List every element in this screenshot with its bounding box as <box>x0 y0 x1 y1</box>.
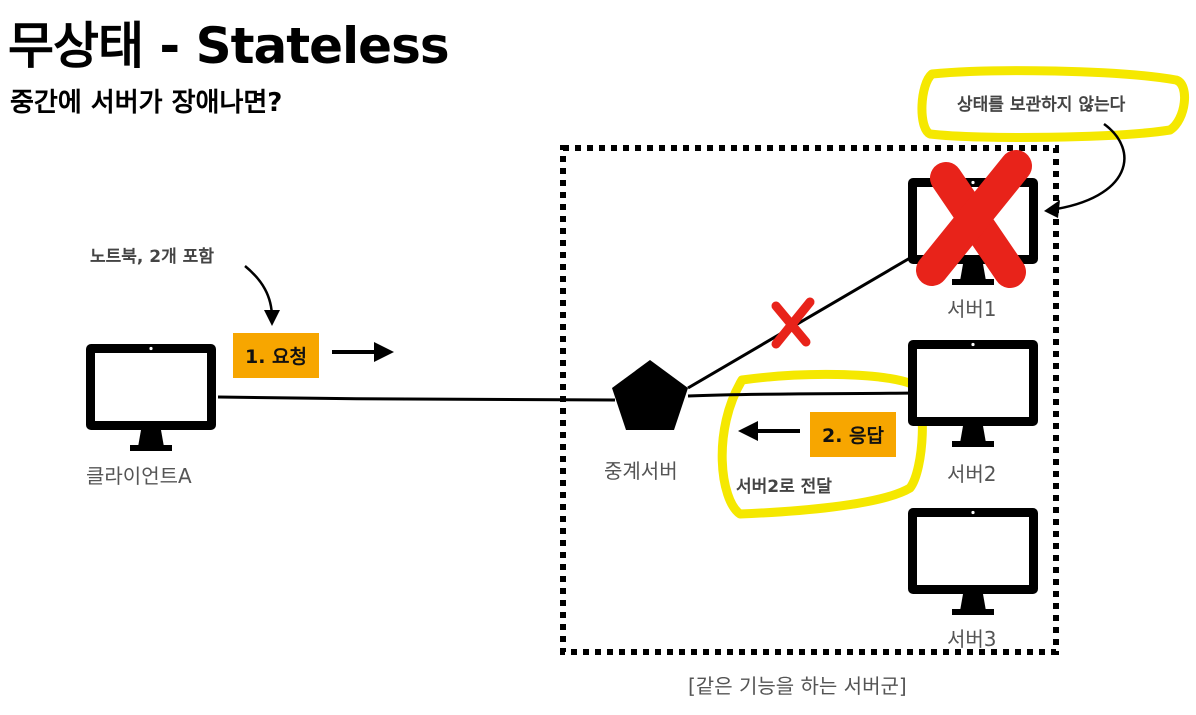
client-monitor-icon <box>86 344 216 451</box>
server1-failed-icon <box>916 150 1032 288</box>
client-label: 클라이언트A <box>86 464 192 488</box>
relay-server-icon <box>612 360 688 430</box>
stateless-note: 상태를 보관하지 않는다 <box>957 95 1126 115</box>
server3-label: 서버3 <box>947 627 997 651</box>
page-title: 무상태 - Stateless <box>8 17 450 75</box>
server2-label: 서버2 <box>947 462 997 486</box>
request-arrowhead <box>374 342 394 362</box>
relay-server1-line <box>687 256 911 390</box>
note-arrowhead <box>1044 200 1060 218</box>
client-relay-line <box>217 395 616 402</box>
response-arrowhead <box>738 421 758 441</box>
relay-server2-line <box>687 391 913 398</box>
note-arrow <box>1049 122 1126 212</box>
relay-label: 중계서버 <box>604 459 678 483</box>
server1-label: 서버1 <box>947 297 997 321</box>
line-broken-icon <box>771 297 815 349</box>
server2-monitor-icon <box>908 340 1038 447</box>
forward-note: 서버2로 전달 <box>736 477 832 497</box>
laptop-note: 노트북, 2개 포함 <box>90 247 214 267</box>
highlight-forward-area <box>717 369 927 519</box>
response-tag: 2. 응답 <box>810 412 897 457</box>
highlight-stateless-note <box>917 66 1190 142</box>
page-subtitle: 중간에 서버가 장애나면? <box>10 88 283 118</box>
request-tag: 1. 요청 <box>233 333 320 378</box>
server3-monitor-icon <box>908 508 1038 615</box>
laptop-note-arrowhead <box>264 310 280 326</box>
server-group-label: [같은 기능을 하는 서버군] <box>688 674 907 698</box>
